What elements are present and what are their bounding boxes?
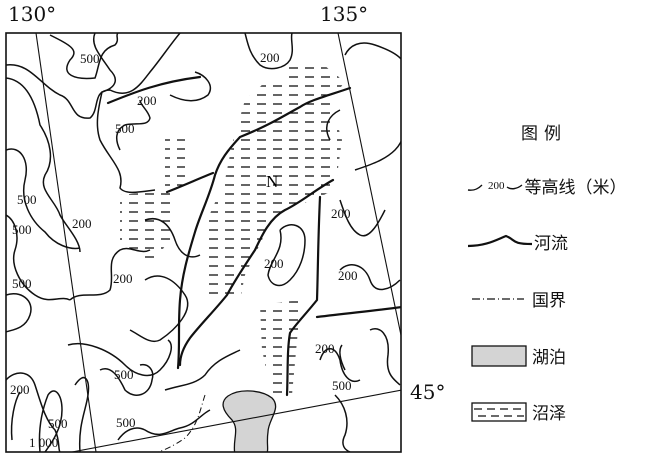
legend-item-contour: 200 等高线（米） [466, 173, 627, 198]
parallel-45 [71, 389, 401, 452]
contour-label: 500 [332, 378, 352, 393]
contour-label: 200 [72, 216, 92, 231]
legend-contour-value: 200 [488, 179, 505, 192]
marsh-icon [471, 401, 527, 422]
contour-label: 200 [264, 256, 284, 271]
legend-title: 图例 [521, 124, 567, 144]
contour-label: 500 [114, 367, 134, 382]
lake-icon [471, 344, 527, 367]
contour-label: 200 [137, 93, 157, 108]
contour-lines [6, 33, 401, 452]
contour-label: 200 [331, 206, 351, 221]
marsh-label-N: N [266, 172, 278, 191]
contour-label: 200 [315, 341, 335, 356]
marsh-area-west [120, 190, 175, 265]
legend-label: 沼泽 [532, 404, 566, 424]
marsh-area-south [260, 300, 300, 395]
contour-label: 500 [116, 415, 136, 430]
marsh-area-main [202, 60, 345, 300]
legend-item-lake: 湖泊 [466, 343, 566, 368]
legend-item-marsh: 沼泽 [466, 399, 566, 424]
longitude-135-label: 135° [320, 2, 369, 26]
legend-label: 等高线（米） [524, 178, 627, 198]
contour-label: 200 [113, 271, 133, 286]
latitude-45-label: 45° [410, 380, 446, 404]
contour-label: 500 [12, 276, 32, 291]
contour-label: 1 000 [29, 435, 58, 450]
national-border [157, 394, 206, 452]
legend-label: 国界 [532, 291, 566, 311]
legend-label: 河流 [534, 234, 568, 254]
legend-label: 湖泊 [532, 348, 566, 368]
contour-label: 200 [338, 268, 358, 283]
contour-label: 500 [80, 51, 100, 66]
contour-label: 200 [260, 50, 280, 65]
contour-label: 500 [12, 222, 32, 237]
marsh-area-northwest [165, 138, 185, 190]
meridian-135 [337, 33, 401, 338]
national-border-icon [472, 297, 524, 300]
contour-line-icon [506, 183, 522, 189]
contour-line-icon [467, 184, 483, 191]
legend-item-river: 河流 [466, 229, 568, 254]
longitude-130-label: 130° [8, 2, 57, 26]
rivers [106, 75, 401, 397]
river-icon [467, 234, 533, 247]
legend-item-border: 国界 [466, 286, 566, 311]
contour-label: 200 [10, 382, 30, 397]
contour-label: 500 [115, 121, 135, 136]
lake [222, 390, 277, 452]
map-frame [5, 32, 402, 453]
meridian-130 [35, 33, 97, 452]
contour-label: 500 [17, 192, 37, 207]
contour-label: 500 [48, 416, 68, 431]
